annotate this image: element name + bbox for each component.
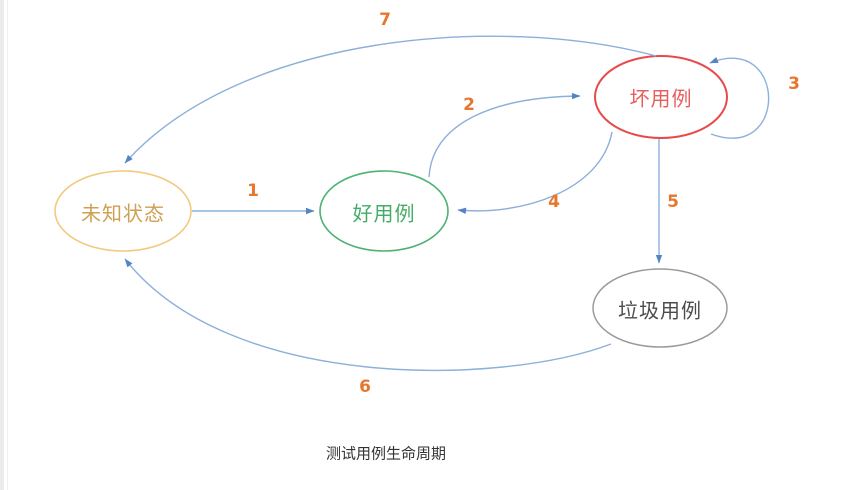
page-edge-line [7,0,8,490]
node-good-case-label: 好用例 [352,201,416,226]
node-garbage-case-label: 垃圾用例 [618,298,702,323]
edge-6-label: 6 [359,377,371,397]
edge-1-label: 1 [247,181,259,201]
edge-2-label: 2 [463,95,475,115]
edge-4-arrow [457,131,613,214]
edge-5-label: 5 [667,192,679,212]
edge-6-arrow [124,258,612,372]
edge-4-label: 4 [548,192,560,212]
edge-7-arrow [124,35,657,164]
node-unknown-state [54,170,192,252]
edge-2-arrow [428,92,581,178]
edge-3-label: 3 [788,74,800,94]
node-unknown-state-label: 未知状态 [81,201,165,226]
node-bad-case [594,55,728,139]
node-garbage-case [592,268,728,348]
edge-3-self-loop-arrow [709,57,770,139]
page-edge-strip [0,0,4,490]
node-bad-case-label: 坏用例 [629,86,693,111]
edge-7-label: 7 [379,10,391,30]
diagram-title: 测试用例生命周期 [325,444,447,463]
node-good-case [319,170,449,252]
